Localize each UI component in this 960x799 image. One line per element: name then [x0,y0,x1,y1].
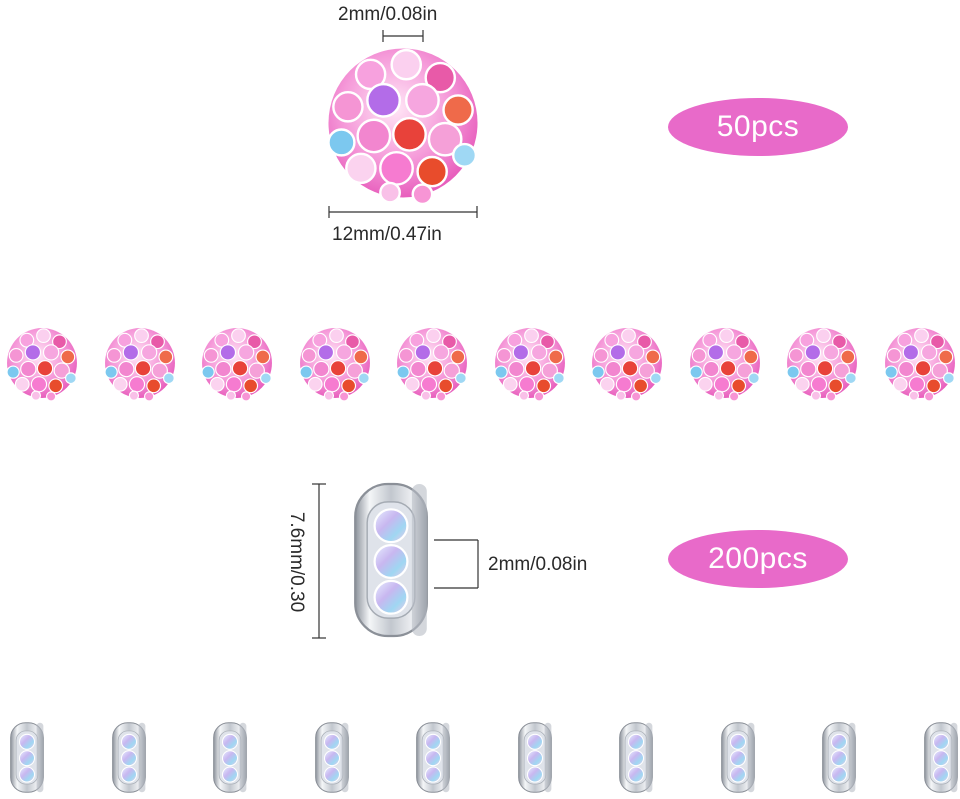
spacer-hole-dimension-line [434,539,479,589]
spacer-row [0,720,960,795]
spacer-hole-label: 2mm/0.08in [488,554,588,575]
ball-bead-small [6,327,78,401]
spacer-bead-small [517,722,552,793]
ball-bead-small [786,327,858,401]
ball-bead-small [298,327,371,401]
ball-row [0,325,960,403]
spacer-bead-small [923,722,958,793]
ball-bead-small [396,327,468,401]
ball-quantity-badge: 50pcs [668,98,848,156]
spacer-bead-large [354,482,428,638]
spacer-height-dimension-line [312,483,326,639]
ball-bead-small [493,327,566,401]
ball-width-label: 12mm/0.47in [332,224,442,245]
ball-bead-small [688,327,761,401]
ball-bead-small [591,327,663,401]
ball-hole-label: 2mm/0.08in [338,4,438,25]
ball-bead-small [201,327,273,401]
spacer-bead-small [213,722,247,793]
spacer-height-label: 7.6mm/0.30 [286,511,307,613]
spacer-bead-small [619,722,653,793]
ball-bead-small [103,327,176,401]
ball-bead-large [327,47,479,204]
spacer-bead-small [416,722,450,793]
spacer-quantity-badge: 200pcs [668,530,848,588]
spacer-bead-small [10,722,44,793]
ball-hole-dimension-line [382,30,424,42]
ball-bead-small [883,327,956,401]
ball-width-dimension-line [328,206,478,218]
spacer-bead-small [314,722,349,793]
spacer-bead-small [822,722,856,793]
spacer-bead-small [111,722,146,793]
spacer-bead-small [720,722,755,793]
